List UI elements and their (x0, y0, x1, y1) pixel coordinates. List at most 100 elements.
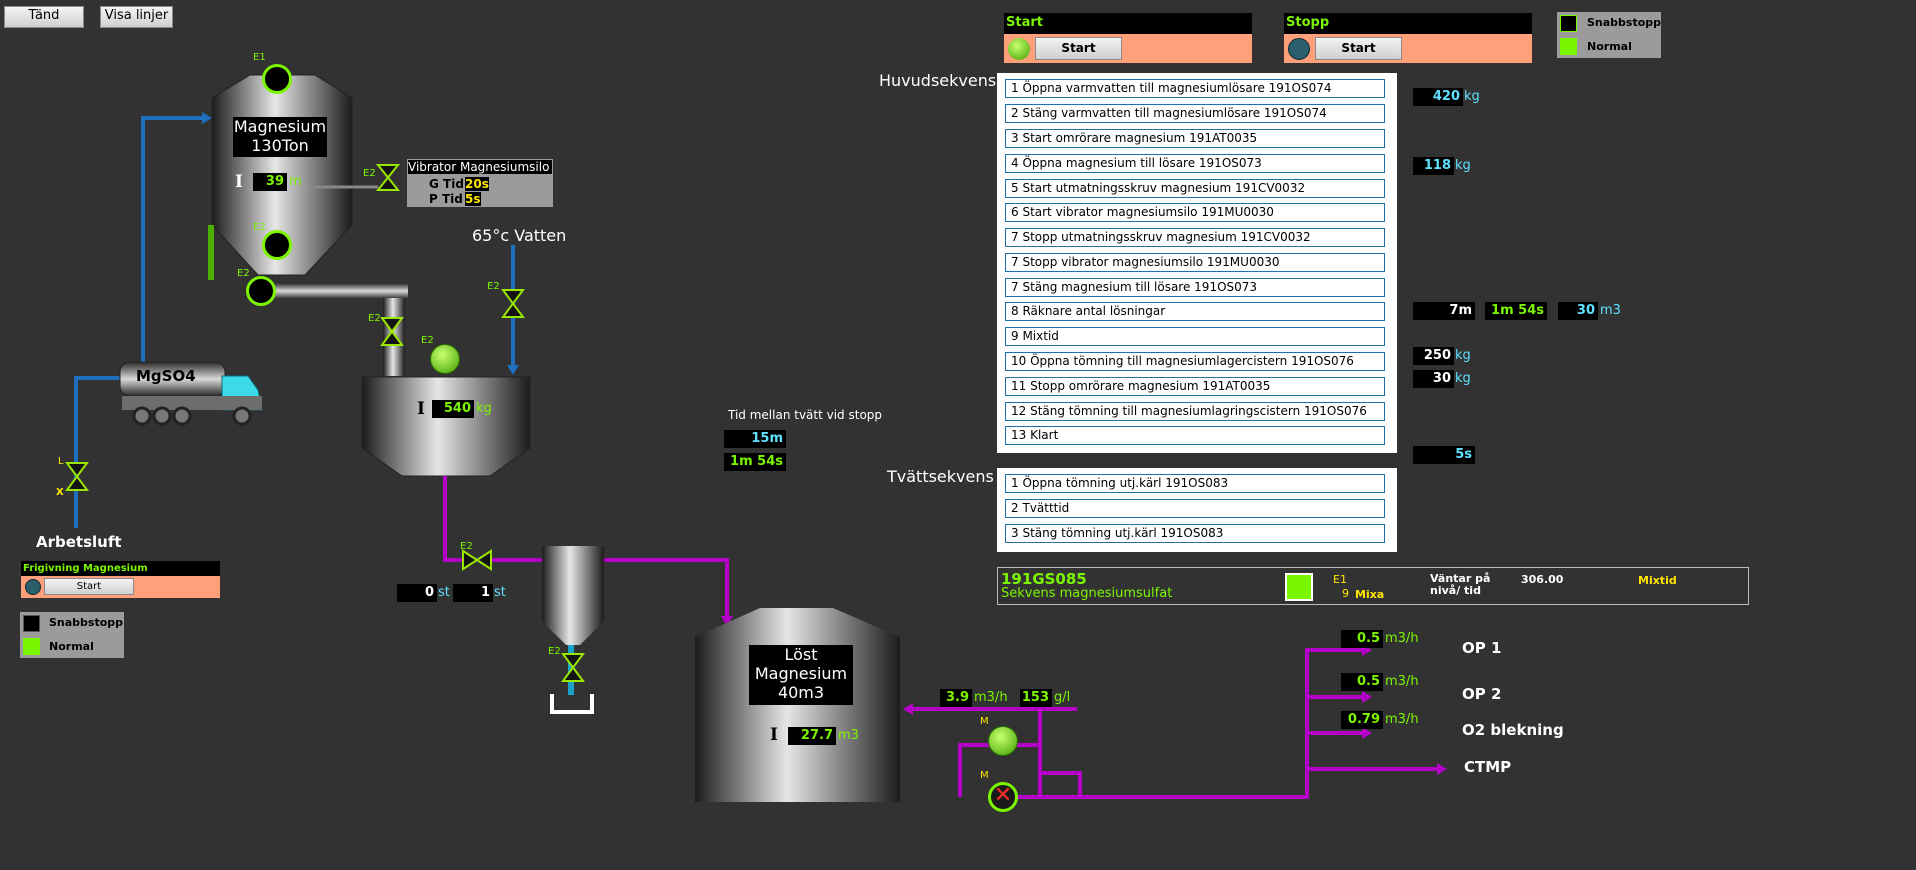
silo-level-icon: I (235, 172, 243, 192)
seq-value-4-unit: kg (1455, 158, 1471, 173)
start-panel-title: Start (1004, 13, 1252, 34)
legend-bottom-snabbstopp-swatch (23, 615, 40, 632)
seq-step[interactable]: 7 Stäng magnesium till lösare 191OS073 (1005, 278, 1385, 297)
counter-right-value: 1 (453, 584, 493, 602)
tank-conc-unit: g/l (1054, 690, 1071, 705)
air-valve-tag-l: L (58, 456, 64, 467)
wash-step[interactable]: 3 Stäng tömning utj.kärl 191OS083 (1005, 524, 1385, 543)
sequence-status-panel: 191GS085 Sekvens magnesiumsulfat E1 9 Mi… (997, 567, 1749, 605)
pump1-tag: M (980, 716, 989, 727)
seq-step[interactable]: 2 Stäng varmvatten till magnesiumlösare … (1005, 104, 1385, 123)
seq-step[interactable]: 9 Mixtid (1005, 327, 1385, 346)
tank-flow-value: 3.9 (940, 689, 972, 707)
start-button[interactable]: Start (1035, 37, 1122, 60)
vibrator-valve-tag: E2 (363, 168, 376, 179)
tank-flow-unit: m3/h (974, 690, 1008, 705)
seq-step[interactable]: 12 Stäng tömning till magnesiumlagringsc… (1005, 402, 1385, 421)
legend-bottom-normal-swatch (23, 638, 40, 655)
silo-level-unit: m (289, 174, 302, 189)
tvattsekvens-label: Tvättsekvens (887, 467, 994, 486)
seq-step[interactable]: 3 Start omrörare magnesium 191AT0035 (1005, 129, 1385, 148)
seq-step[interactable]: 1 Öppna varmvatten till magnesiumlösare … (1005, 79, 1385, 98)
legend-bottom-normal-label: Normal (49, 640, 94, 653)
silo-top-indicator (262, 64, 292, 94)
op1-label: OP 1 (1462, 639, 1502, 657)
silo-tag-bottom: E2 (237, 268, 250, 279)
tvattsekvens-panel: 1 Öppna tömning utj.kärl 191OS083 2 Tvät… (997, 468, 1397, 552)
mgso4-truck (119, 361, 263, 426)
tank-title: Löst Magnesium 40m3 (749, 645, 853, 705)
seq-step[interactable]: 7 Stopp utmatningsskruv magnesium 191CV0… (1005, 228, 1385, 247)
op2-label: OP 2 (1462, 685, 1502, 703)
seq-value-8a: 7m (1413, 302, 1475, 320)
seq-step[interactable]: 7 Stopp vibrator magnesiumsilo 191MU0030 (1005, 253, 1385, 272)
wash-step[interactable]: 2 Tvätttid (1005, 499, 1385, 518)
seq-value-8c-unit: m3 (1600, 303, 1621, 318)
legend-top-normal-label: Normal (1587, 40, 1632, 53)
tank-title-line3: 40m3 (777, 683, 825, 702)
seq-step[interactable]: 13 Klart (1005, 426, 1385, 445)
frigivning-start-button[interactable]: Start (44, 578, 134, 595)
seq-step[interactable]: 10 Öppna tömning till magnesiumlagercist… (1005, 352, 1385, 371)
op2-unit: m3/h (1385, 674, 1419, 689)
tank-conc-value: 153 (1020, 689, 1052, 707)
dissolver-tank (361, 376, 531, 477)
status-tag: 191GS085 (1001, 570, 1087, 588)
seq-step[interactable]: 4 Öppna magnesium till lösare 191OS073 (1005, 154, 1385, 173)
silo-tag-mid: E2 (253, 222, 266, 233)
counter-valve-tag: E2 (460, 541, 473, 552)
valves (65, 164, 585, 682)
vibrator-title: Vibrator Magnesiumsilo (408, 160, 552, 174)
stopp-panel-title: Stopp (1284, 13, 1532, 34)
ctmp-label: CTMP (1464, 758, 1512, 776)
tank-level-value: 27.7 (788, 727, 836, 745)
legend-top-normal-swatch (1560, 38, 1577, 55)
silo-outlet-valve-tag: E2 (368, 313, 381, 324)
dissolver-level-icon: I (417, 399, 425, 419)
op1-unit: m3/h (1385, 631, 1419, 646)
seq-value-10-unit: kg (1455, 348, 1471, 363)
start-status-led (1008, 38, 1030, 60)
huvudsekvens-label: Huvudsekvens (879, 71, 997, 90)
visa-linjer-button[interactable]: Visa linjer (100, 6, 173, 28)
filter-vessel (542, 546, 604, 714)
frigivning-title: Frigivning Magnesium (21, 561, 220, 576)
silo-mid-indicator (262, 230, 292, 260)
frigivning-panel: Start (21, 576, 220, 598)
status-mode: Mixtid (1638, 574, 1677, 587)
legend-bottom: Snabbstopp Normal (20, 612, 124, 658)
pump2-fault-indicator: ✕ (988, 782, 1018, 812)
dissolver-level-value: 540 (432, 400, 474, 418)
silo-tag-top: E1 (253, 52, 266, 63)
stopp-panel: Start (1284, 34, 1532, 63)
agitator-motor-indicator (430, 344, 460, 374)
seq-step[interactable]: 11 Stopp omrörare magnesium 191AT0035 (1005, 377, 1385, 396)
silo-outlet-indicator (246, 276, 276, 306)
seq-step[interactable]: 5 Start utmatningsskruv magnesium 191CV0… (1005, 179, 1385, 198)
wash-time-label: Tid mellan tvätt vid stopp (728, 408, 883, 422)
seq-value-8b: 1m 54s (1485, 302, 1547, 320)
tank-title-line2: Magnesium (754, 664, 848, 683)
op2-value: 0.5 (1341, 673, 1383, 691)
tank-title-line1: Löst (784, 645, 818, 664)
air-label: Arbetsluft (36, 533, 122, 551)
seq-value-11: 30 (1413, 370, 1454, 388)
wash-time-value1: 15m (724, 430, 786, 448)
seq-value-1-unit: kg (1464, 89, 1480, 104)
seq-value-11-unit: kg (1455, 371, 1471, 386)
truck-label: MgSO4 (136, 367, 196, 385)
status-running-indicator (1285, 573, 1313, 601)
seq-step[interactable]: 8 Räknare antal lösningar (1005, 302, 1385, 321)
stopp-start-button[interactable]: Start (1315, 37, 1402, 60)
dissolved-magnesium-tank (695, 608, 900, 802)
tand-button[interactable]: Tänd (4, 6, 84, 28)
status-desc: Sekvens magnesiumsulfat (1001, 586, 1173, 601)
status-wait-label: Väntar på nivå/ tid (1430, 572, 1491, 597)
pump2-tag: M (980, 770, 989, 781)
seq-value-10: 250 (1413, 347, 1454, 365)
seq-step[interactable]: 6 Start vibrator magnesiumsilo 191MU0030 (1005, 203, 1385, 222)
tank-level-icon: I (770, 725, 778, 745)
filter-valve-tag: E2 (548, 646, 561, 657)
pump1-indicator (988, 726, 1018, 756)
wash-step[interactable]: 1 Öppna tömning utj.kärl 191OS083 (1005, 474, 1385, 493)
